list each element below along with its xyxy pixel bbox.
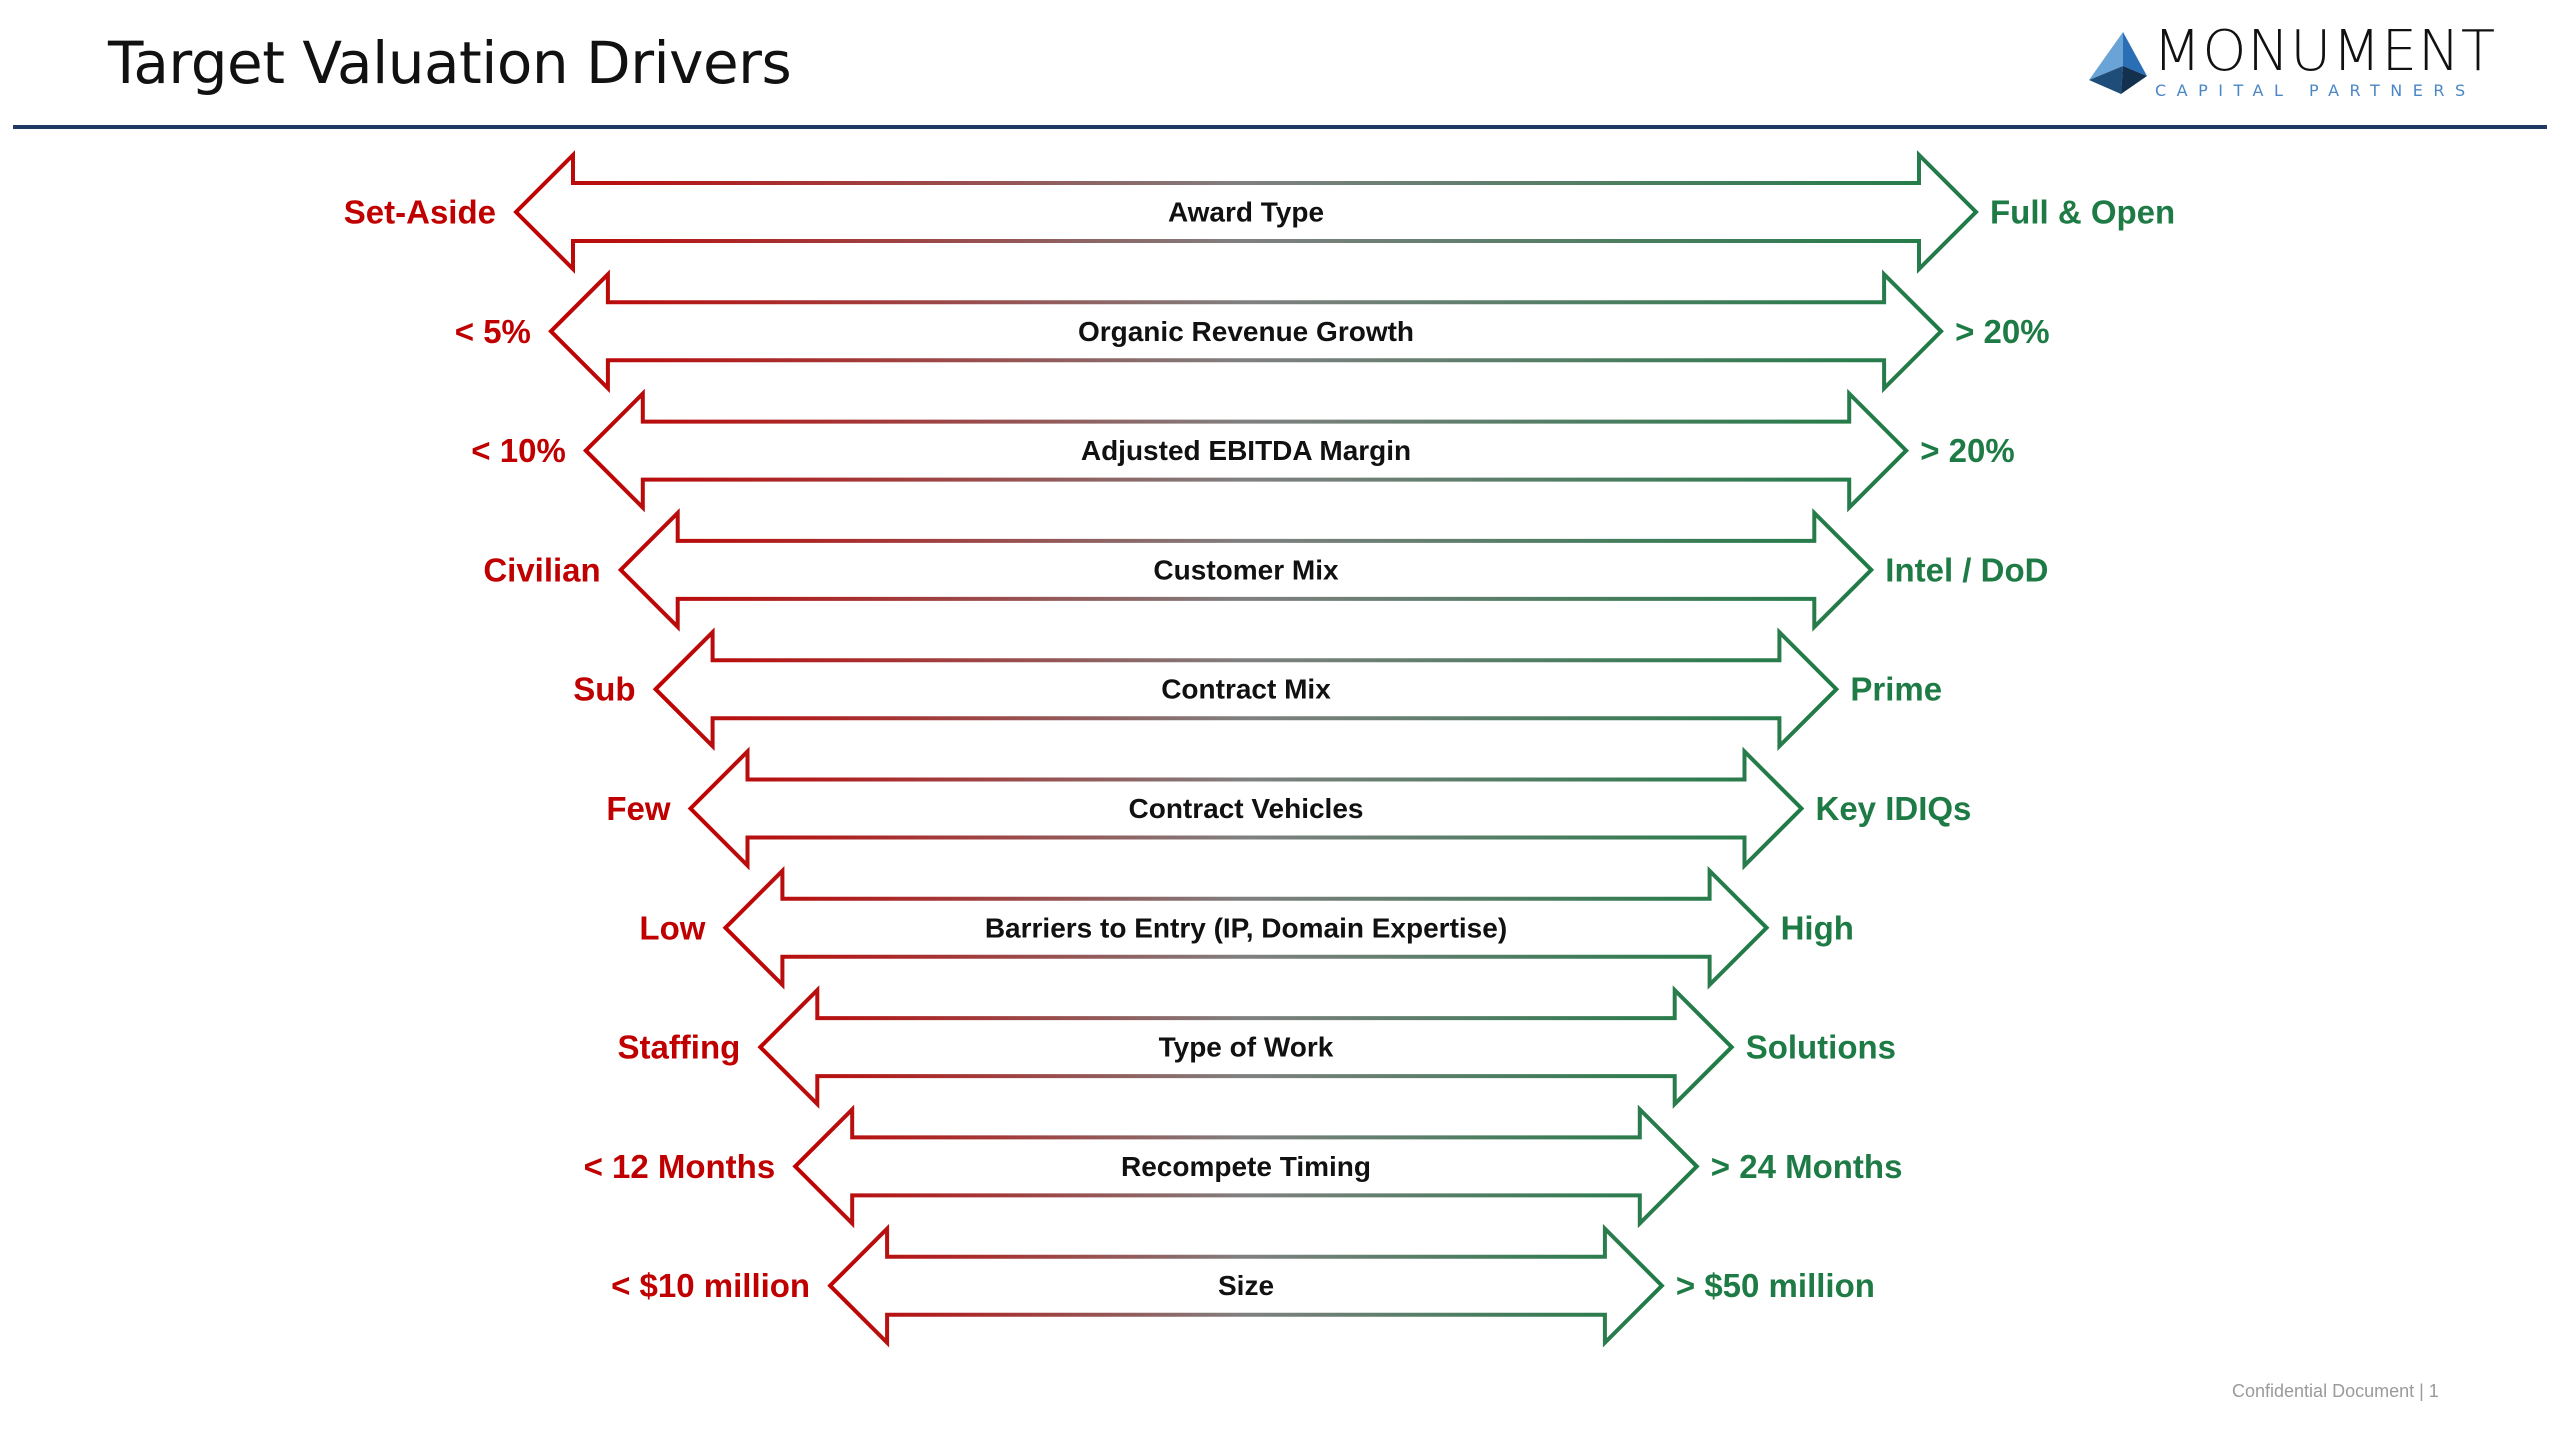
low-value-label: Sub	[573, 671, 635, 708]
double-arrow-icon	[722, 865, 1770, 990]
low-value-label: Few	[606, 790, 671, 827]
driver-label: Recompete Timing	[1121, 1151, 1371, 1182]
high-value-label: Key IDIQs	[1816, 790, 1972, 827]
driver-row: Contract Mix Sub Prime	[573, 627, 1942, 752]
low-value-label: < 12 Months	[584, 1148, 776, 1185]
driver-row: Award Type Set-Aside Full & Open	[344, 150, 2175, 274]
high-value-label: High	[1781, 909, 1854, 946]
driver-row: Adjusted EBITDA Margin < 10% > 20%	[471, 388, 2015, 513]
double-arrow-icon	[548, 269, 1944, 394]
driver-row: Recompete Timing < 12 Months > 24 Months	[584, 1104, 1903, 1229]
driver-label: Customer Mix	[1153, 554, 1339, 585]
driver-row: Type of Work Staffing Solutions	[617, 985, 1896, 1109]
company-logo: MONUMENT CAPITAL PARTNERS	[2085, 19, 2505, 102]
double-arrow-icon	[687, 746, 1805, 871]
low-value-label: < 5%	[455, 313, 531, 350]
double-arrow-icon	[757, 985, 1735, 1109]
high-value-label: > 20%	[1955, 313, 2050, 350]
driver-label: Award Type	[1168, 197, 1324, 228]
high-value-label: Solutions	[1746, 1029, 1896, 1066]
driver-row: Size < $10 million > $50 million	[611, 1223, 1875, 1348]
low-value-label: < 10%	[471, 432, 566, 469]
high-value-label: Intel / DoD	[1885, 551, 2048, 588]
double-arrow-icon	[617, 508, 1875, 632]
logo-tagline: CAPITAL PARTNERS	[2155, 81, 2476, 100]
driver-label: Contract Mix	[1161, 674, 1331, 705]
low-value-label: Civilian	[483, 551, 600, 588]
high-value-label: > 24 Months	[1711, 1148, 1903, 1185]
driver-row: Organic Revenue Growth < 5% > 20%	[455, 269, 2050, 394]
logo-name: MONUMENT	[2153, 19, 2497, 84]
header-divider	[13, 125, 2547, 129]
driver-label: Contract Vehicles	[1129, 793, 1364, 824]
driver-row: Contract Vehicles Few Key IDIQs	[606, 746, 1972, 871]
high-value-label: Prime	[1850, 671, 1942, 708]
driver-label: Barriers to Entry (IP, Domain Expertise)	[985, 912, 1507, 943]
low-value-label: Staffing	[617, 1029, 740, 1066]
footer-confidential: Confidential Document | 1	[2232, 1381, 2439, 1401]
driver-label: Size	[1218, 1270, 1274, 1301]
pyramid-logo-icon	[2089, 32, 2147, 94]
double-arrow-icon	[827, 1223, 1665, 1348]
driver-label: Organic Revenue Growth	[1078, 316, 1414, 347]
high-value-label: Full & Open	[1990, 194, 2175, 231]
low-value-label: Low	[639, 909, 705, 946]
driver-row: Barriers to Entry (IP, Domain Expertise)…	[639, 865, 1854, 990]
driver-label: Adjusted EBITDA Margin	[1081, 435, 1411, 466]
driver-label: Type of Work	[1159, 1032, 1334, 1063]
low-value-label: < $10 million	[611, 1267, 810, 1304]
high-value-label: > $50 million	[1676, 1267, 1875, 1304]
double-arrow-icon	[582, 388, 1910, 513]
driver-row: Customer Mix Civilian Intel / DoD	[483, 508, 2048, 632]
high-value-label: > 20%	[1920, 432, 2015, 469]
page-title: Target Valuation Drivers	[108, 29, 792, 97]
double-arrow-icon	[792, 1104, 1700, 1229]
double-arrow-icon	[652, 627, 1840, 752]
low-value-label: Set-Aside	[344, 194, 496, 231]
double-arrow-icon	[513, 150, 1979, 274]
